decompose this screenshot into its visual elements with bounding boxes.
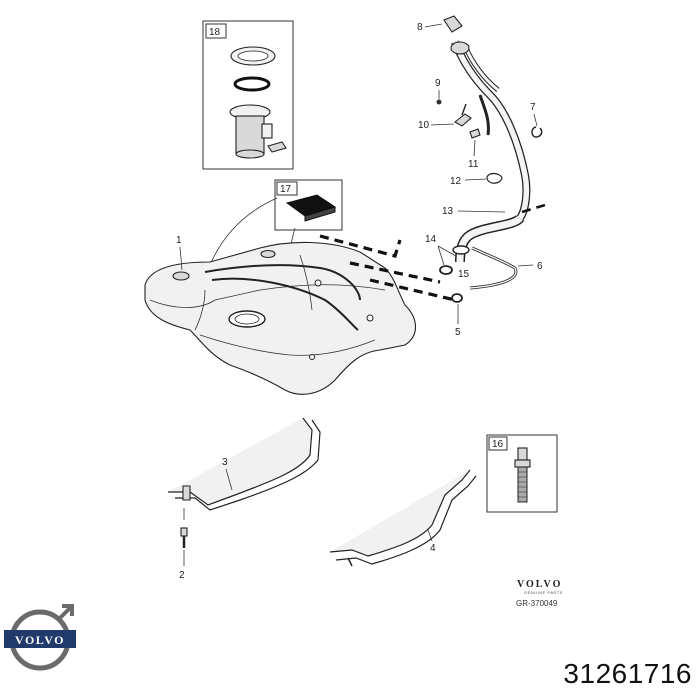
callout-8: 8 xyxy=(417,22,423,33)
hose-clip-7 xyxy=(531,126,543,138)
filler-cap xyxy=(443,15,463,33)
callout-12: 12 xyxy=(450,176,462,187)
bolt-11 xyxy=(469,128,481,139)
callout-2: 2 xyxy=(179,570,185,581)
fuel-pump-unit xyxy=(235,115,265,155)
stud-kit-box: 16 xyxy=(486,434,558,513)
clamp-14 xyxy=(439,265,453,275)
callout-6: 6 xyxy=(537,261,543,272)
callout-10: 10 xyxy=(418,120,430,131)
brand-subtitle: GENUINE PARTS xyxy=(524,590,563,595)
seal-ring xyxy=(233,76,271,92)
clamp-5 xyxy=(451,293,463,303)
bolt-2 xyxy=(180,527,188,548)
screw-9 xyxy=(436,99,442,105)
callout-15: 15 xyxy=(458,269,470,280)
brand-name: VOLVO xyxy=(517,579,563,590)
fuel-pump-kit-box: 18 xyxy=(202,20,294,170)
diagram-reference: GR-370049 xyxy=(516,599,558,608)
callout-1: 1 xyxy=(176,235,182,246)
callout-16: 16 xyxy=(492,439,504,450)
callout-7: 7 xyxy=(530,102,536,113)
tank-strap-4 xyxy=(329,469,477,567)
filler-pipe xyxy=(450,40,531,263)
callout-14: 14 xyxy=(425,234,437,245)
callout-4: 4 xyxy=(430,543,436,554)
logo-text: VOLVO xyxy=(15,633,65,647)
callout-3: 3 xyxy=(222,457,228,468)
volvo-logo: VOLVO xyxy=(4,604,76,671)
clamp-12 xyxy=(486,172,503,184)
callout-11: 11 xyxy=(468,159,479,170)
dashed-line-upper xyxy=(319,234,402,258)
callout-9: 9 xyxy=(435,78,441,89)
callout-17: 17 xyxy=(280,184,292,195)
dashed-line-mid xyxy=(349,261,441,284)
filter-kit-box: 17 xyxy=(274,179,343,231)
vent-hose-6 xyxy=(469,246,518,290)
part-number: 31261716 xyxy=(563,658,692,689)
stud-bolt xyxy=(517,447,528,461)
callout-5: 5 xyxy=(455,327,461,338)
fuel-tank xyxy=(144,241,417,395)
callout-18: 18 xyxy=(209,27,221,38)
bracket-10 xyxy=(454,113,472,127)
tank-strap-3 xyxy=(168,417,321,511)
callout-13: 13 xyxy=(442,206,454,217)
